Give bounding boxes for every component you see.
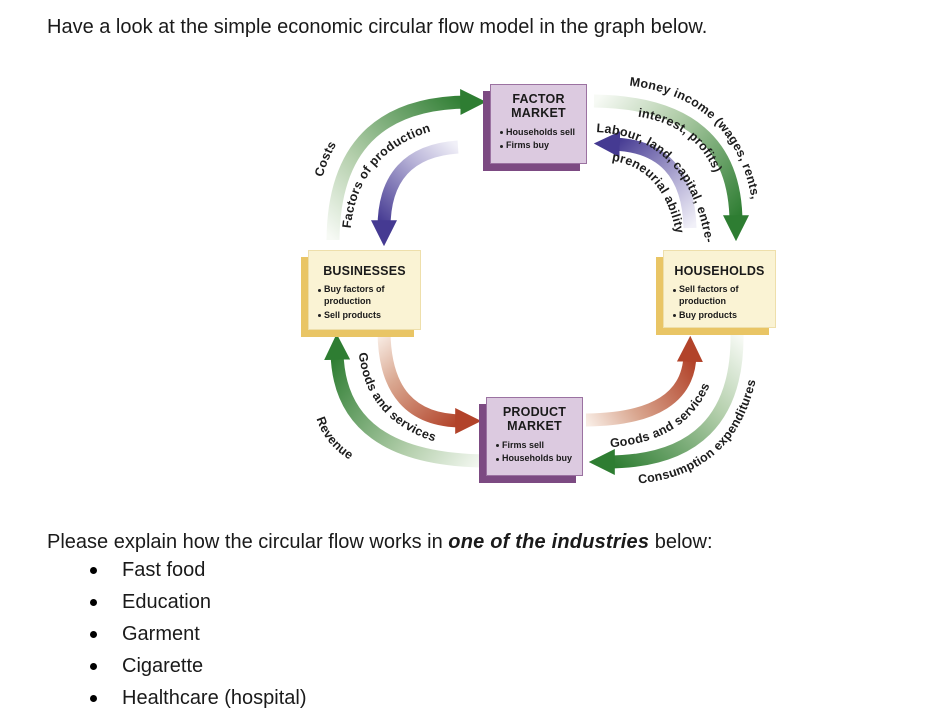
factors-of-production-arrow: [371, 140, 459, 247]
industry-item: Fast food: [88, 554, 307, 586]
factor-market-title: FACTOR MARKET: [511, 92, 566, 121]
businesses-box: BUSINESSES Buy factors of production Sel…: [308, 250, 421, 330]
goods-services-right-arrow: [585, 335, 703, 427]
industry-item: Cigarette: [88, 650, 307, 682]
prompt-emphasis: one of the industries: [448, 531, 650, 553]
consumption-expenditures-arrow: [588, 332, 744, 475]
industry-item: Garment: [88, 618, 307, 650]
costs-arrow: [326, 89, 487, 241]
households-box: HOUSEHOLDS Sell factors of production Bu…: [663, 250, 776, 328]
households-title: HOUSEHOLDS: [674, 264, 765, 278]
businesses-bullet: Sell products: [317, 310, 417, 322]
industries-list: Fast food Education Garment Cigarette He…: [88, 554, 307, 714]
businesses-bullets: Buy factors of production Sell products: [309, 282, 420, 321]
costs-label: Costs: [312, 139, 339, 179]
factor-market-bullets: Households sell Firms buy: [491, 125, 586, 152]
intro-text: Have a look at the simple economic circu…: [47, 16, 708, 38]
goods-services-left-arrow: [377, 331, 482, 434]
households-bullet: Sell factors of production: [672, 284, 772, 307]
businesses-bullet: Buy factors of production: [317, 284, 417, 307]
businesses-title: BUSINESSES: [323, 264, 406, 278]
task-prompt: Please explain how the circular flow wor…: [47, 531, 713, 554]
prompt-prefix: Please explain how the circular flow wor…: [47, 531, 449, 553]
labour-land-capital-arrow: [593, 131, 697, 229]
product-market-bullets: Firms sell Households buy: [487, 438, 582, 465]
factor-market-box: FACTOR MARKET Households sell Firms buy: [490, 84, 587, 164]
prompt-suffix: below:: [649, 531, 713, 553]
factor-market-bullet: Households sell: [499, 127, 583, 139]
factor-market-bullet: Firms buy: [499, 140, 583, 152]
revenue-label: Revenue: [314, 415, 356, 463]
money-income-arrow: [593, 94, 749, 242]
product-market-bullet: Households buy: [495, 453, 579, 465]
households-bullets: Sell factors of production Buy products: [664, 282, 775, 321]
industry-item: Education: [88, 586, 307, 618]
product-market-bullet: Firms sell: [495, 440, 579, 452]
households-bullet: Buy products: [672, 310, 772, 322]
revenue-arrow: [324, 333, 488, 468]
product-market-box: PRODUCT MARKET Firms sell Households buy: [486, 397, 583, 476]
product-market-title: PRODUCT MARKET: [502, 405, 567, 434]
industry-item: Healthcare (hospital): [88, 682, 307, 714]
